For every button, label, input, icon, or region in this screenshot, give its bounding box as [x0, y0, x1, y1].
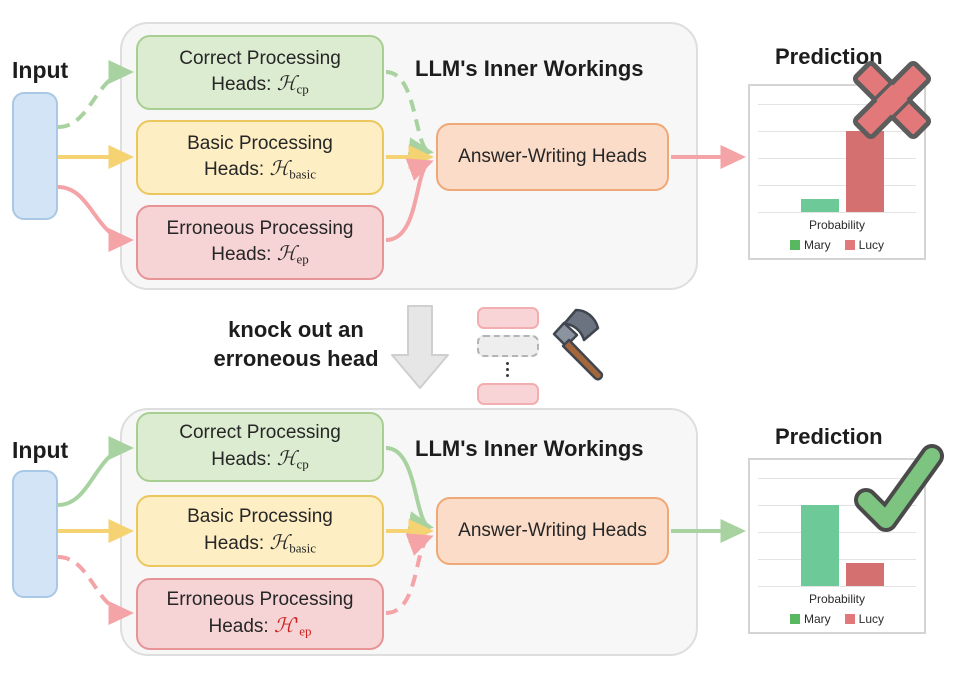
bar-lucy-bottom [846, 563, 884, 586]
erroneous-heads-line1-bottom: Erroneous Processing [166, 589, 354, 611]
erroneous-processing-heads-box-bottom: Erroneous Processing Heads: ℋ'ep [136, 578, 384, 650]
erroneous-heads-line2-bottom: Heads: ℋ'ep [208, 612, 312, 638]
correct-heads-line1-bottom: Correct Processing [179, 422, 341, 444]
knockout-caption-line2: erroneous head [213, 345, 379, 371]
mini-head-active-1 [477, 307, 539, 329]
bar-lucy-top [846, 131, 884, 212]
basic-processing-heads-box-top: Basic Processing Heads: ℋbasic [136, 120, 384, 195]
legend-item-mary-top: Mary [789, 238, 831, 252]
correct-heads-line2-top: Heads: ℋcp [211, 71, 309, 97]
gridline [758, 104, 916, 105]
bar-mary-bottom [801, 505, 839, 586]
gridline [758, 212, 916, 213]
basic-heads-line1-top: Basic Processing [187, 132, 333, 154]
answer-writing-heads-label-top: Answer-Writing Heads [458, 146, 647, 167]
legend-label-lucy-top: Lucy [858, 238, 885, 252]
legend-item-mary-bottom: Mary [789, 612, 831, 626]
basic-heads-line2-bottom: Heads: ℋbasic [204, 529, 316, 555]
chart-legend-top: Mary Lucy [750, 238, 924, 252]
prediction-title-bottom: Prediction [775, 424, 883, 449]
input-block-bottom [12, 470, 58, 598]
correct-processing-heads-box-top: Correct Processing Heads: ℋcp [136, 35, 384, 110]
input-label-bottom: Input [12, 437, 69, 463]
plot-area-top [758, 96, 916, 214]
legend-swatch-lucy-icon [844, 614, 855, 624]
answer-writing-heads-box-top: Answer-Writing Heads [436, 123, 669, 191]
mini-head-active-2 [477, 383, 539, 405]
basic-processing-heads-box-bottom: Basic Processing Heads: ℋbasic [136, 495, 384, 567]
correct-heads-line2-bottom: Heads: ℋcp [211, 445, 309, 471]
basic-heads-line2-top: Heads: ℋbasic [204, 156, 316, 182]
erroneous-processing-heads-box-top: Erroneous Processing Heads: ℋep [136, 205, 384, 280]
hammer-icon [552, 308, 604, 381]
legend-item-lucy-top: Lucy [844, 238, 885, 252]
gridline [758, 158, 916, 159]
chart-xlabel-bottom: Probability [808, 592, 866, 606]
correct-processing-heads-box-bottom: Correct Processing Heads: ℋcp [136, 412, 384, 482]
input-block-top [12, 92, 58, 220]
answer-writing-heads-label-bottom: Answer-Writing Heads [458, 520, 647, 541]
gridline [758, 586, 916, 587]
prediction-title-top: Prediction [775, 44, 883, 69]
bar-mary-top [801, 199, 839, 212]
chart-legend-bottom: Mary Lucy [750, 612, 924, 626]
legend-swatch-mary-icon [789, 240, 800, 250]
chart-xlabel-top: Probability [808, 218, 866, 232]
legend-label-mary-top: Mary [803, 238, 831, 252]
basic-heads-line1-bottom: Basic Processing [187, 506, 333, 528]
legend-label-mary-bottom: Mary [803, 612, 831, 626]
erroneous-heads-line2-top: Heads: ℋep [211, 241, 309, 267]
prediction-chart-card-top: Probability Mary Lucy [748, 84, 926, 260]
legend-swatch-mary-icon [789, 614, 800, 624]
mini-head-knocked-out [477, 335, 539, 357]
correct-heads-line1-top: Correct Processing [179, 47, 341, 69]
inner-workings-title-bottom: LLM's Inner Workings [415, 436, 644, 461]
erroneous-heads-line1-top: Erroneous Processing [166, 217, 354, 239]
knockout-caption-line1: knock out an [228, 317, 364, 342]
legend-label-lucy-bottom: Lucy [858, 612, 885, 626]
plot-area-bottom [758, 470, 916, 588]
gridline [758, 478, 916, 479]
gridline [758, 131, 916, 132]
gridline [758, 185, 916, 186]
knockout-caption: knock out an erroneous head [186, 316, 406, 373]
input-label-top: Input [12, 57, 69, 83]
answer-writing-heads-box-bottom: Answer-Writing Heads [436, 497, 669, 565]
prediction-chart-card-bottom: Probability Mary Lucy [748, 458, 926, 634]
inner-workings-title-top: LLM's Inner Workings [415, 56, 644, 81]
legend-item-lucy-bottom: Lucy [844, 612, 885, 626]
legend-swatch-lucy-icon [844, 240, 855, 250]
vertical-ellipsis-icon [506, 362, 509, 377]
